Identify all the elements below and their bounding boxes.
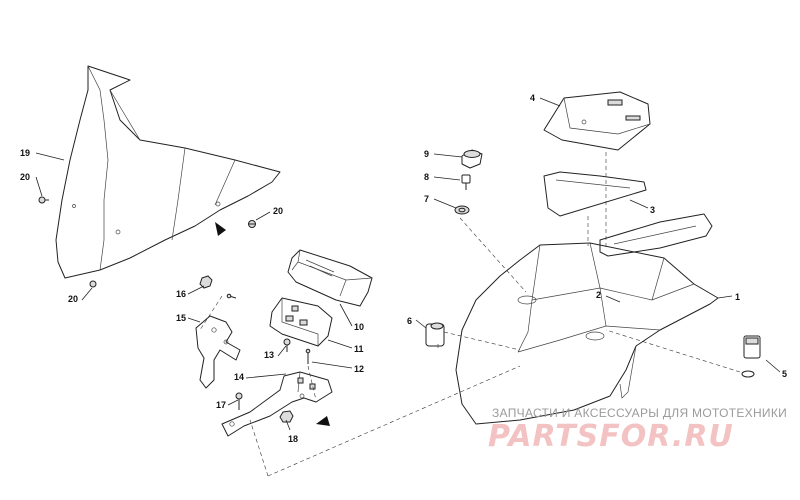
direction-arrows (215, 222, 330, 426)
callout-13: 13 (264, 350, 274, 360)
bracket-bolt (235, 392, 243, 410)
callout-1: 1 (735, 292, 740, 302)
callout-20-right: 20 (273, 206, 283, 216)
callout-5: 5 (782, 369, 787, 379)
callout-11: 11 (354, 344, 364, 354)
small-pin (226, 293, 237, 299)
mount-bracket-small (195, 315, 241, 389)
bracket-pin (305, 348, 311, 364)
windshield (55, 65, 281, 279)
callout-6: 6 (407, 316, 412, 326)
ignition-key (461, 174, 471, 190)
nut (199, 275, 213, 289)
callout-2: 2 (596, 290, 601, 300)
callout-18: 18 (288, 434, 298, 444)
bracket-screw (283, 338, 291, 352)
callout-9: 9 (424, 149, 429, 159)
callout-labels: 1 2 3 4 5 6 7 8 9 10 11 12 13 14 15 16 1… (20, 93, 787, 444)
callout-15: 15 (176, 313, 186, 323)
callout-16: 16 (176, 289, 186, 299)
support-bracket (221, 371, 333, 437)
gauge-bracket (269, 297, 333, 347)
assembly-lines (199, 152, 741, 477)
callout-14: 14 (234, 372, 244, 382)
callout-12: 12 (354, 364, 364, 374)
callout-17: 17 (216, 400, 226, 410)
callout-20-bottom: 20 (68, 294, 78, 304)
watermark: ЗАПЧАСТИ И АКСЕССУАРЫ ДЛЯ МОТОТЕХНИКИ PA… (488, 406, 787, 454)
callout-8: 8 (424, 172, 429, 182)
connector (425, 322, 445, 347)
bracket-nut (279, 410, 294, 423)
callout-7: 7 (424, 194, 429, 204)
callout-3: 3 (650, 205, 655, 215)
grommet (454, 205, 470, 215)
leader-lines (35, 97, 781, 431)
callout-20-top: 20 (20, 172, 30, 182)
fairing-trim-pieces (543, 171, 713, 257)
ignition-cap (461, 149, 483, 169)
instrument-gauge (287, 249, 373, 307)
watermark-logo-text: PARTSFOR.RU (488, 419, 734, 454)
watermark-tagline: ЗАПЧАСТИ И АКСЕССУАРЫ ДЛЯ МОТОТЕХНИКИ (492, 406, 787, 420)
callout-4: 4 (530, 93, 535, 103)
windshield-screws (38, 196, 256, 288)
tail-cover (543, 91, 651, 151)
rocker-switch (741, 335, 761, 378)
callout-19: 19 (20, 148, 30, 158)
front-fairing (455, 242, 719, 425)
callout-10: 10 (354, 322, 364, 332)
